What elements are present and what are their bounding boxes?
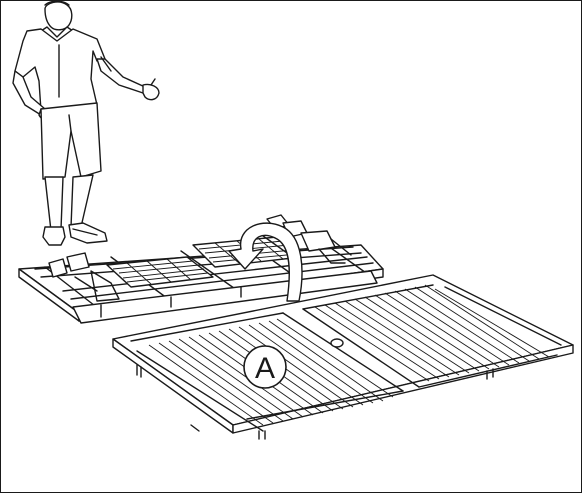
person-figure (13, 1, 159, 245)
callout-label: A (255, 352, 275, 385)
callout-a: A (244, 346, 286, 388)
